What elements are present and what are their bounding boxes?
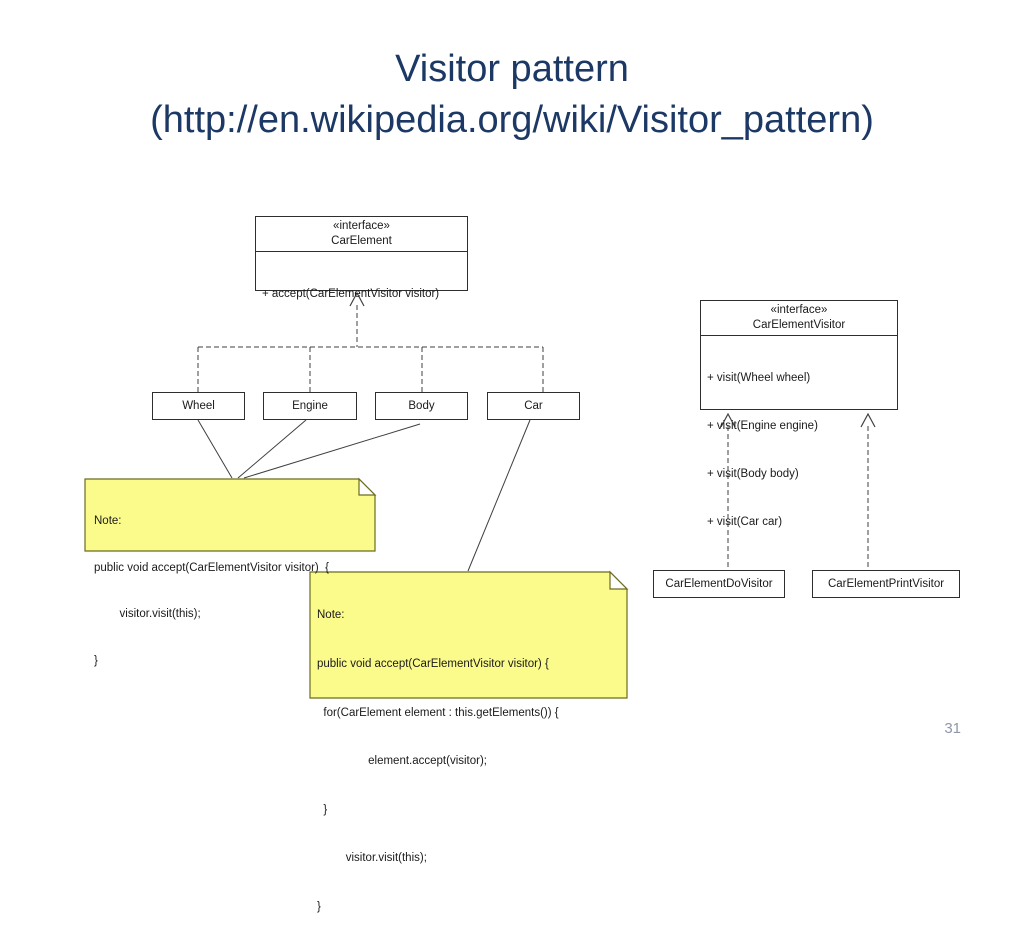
uml-class-carelementvisitor-header: «interface» CarElementVisitor	[701, 301, 897, 336]
slide-title-url: (http://en.wikipedia.org/wiki/Visitor_pa…	[150, 99, 874, 141]
carelement-method-accept: + accept(CarElementVisitor visitor)	[262, 288, 440, 300]
visit-car-method: + visit(Car car)	[707, 516, 783, 528]
note-accept-car-text: Note: public void accept(CarElementVisit…	[317, 575, 559, 948]
carelement-name: CarElement	[331, 235, 392, 247]
slide: Visitor pattern (http://en.wikipedia.org…	[0, 44, 1024, 914]
uml-class-body: Body	[375, 392, 468, 420]
wheel-name: Wheel	[182, 400, 215, 412]
note-line-wheel	[197, 419, 233, 479]
note-accept-car-fold	[609, 570, 629, 590]
carelementvisitor-name: CarElementVisitor	[752, 319, 846, 331]
uml-class-carelementvisitor: «interface» CarElementVisitor + visit(Wh…	[700, 300, 898, 528]
uml-class-carelementprintvisitor: CarElementPrintVisitor	[812, 570, 960, 598]
note2-line: visitor.visit(this);	[317, 852, 427, 865]
car-name: Car	[524, 400, 543, 412]
note2-line: for(CarElement element : this.getElement…	[317, 706, 559, 719]
note1-line: public void accept(CarElementVisitor vis…	[94, 561, 329, 574]
carelementvisitor-methods: + visit(Wheel wheel) + visit(Engine engi…	[701, 336, 897, 564]
visit-body-method: + visit(Body body)	[707, 468, 799, 480]
uml-class-carelement-header: «interface» CarElement	[256, 217, 467, 252]
carelementvisitor-stereotype: «interface»	[770, 304, 828, 316]
slide-title-line1: Visitor pattern	[395, 48, 629, 90]
visit-engine-method: + visit(Engine engine)	[707, 420, 818, 432]
slide-title: Visitor pattern (http://en.wikipedia.org…	[0, 44, 1024, 146]
note-line-car	[467, 419, 531, 572]
note1-line: }	[94, 654, 98, 667]
uml-class-wheel: Wheel	[152, 392, 245, 420]
uml-class-carelementdovisitor: CarElementDoVisitor	[653, 570, 785, 598]
note-line-body	[243, 423, 421, 479]
note2-line: }	[317, 901, 321, 914]
note-accept-element-text: Note: public void accept(CarElementVisit…	[94, 483, 329, 700]
note-line-engine	[237, 419, 307, 479]
page-number: 31	[944, 720, 961, 737]
body-name: Body	[408, 400, 435, 412]
uml-class-car: Car	[487, 392, 580, 420]
note2-line: Note:	[317, 609, 345, 622]
engine-name: Engine	[292, 400, 328, 412]
note1-line: Note:	[94, 515, 122, 527]
carelementprintvisitor-name: CarElementPrintVisitor	[827, 578, 945, 590]
note1-line: visitor.visit(this);	[94, 608, 201, 620]
note2-line: element.accept(visitor);	[317, 755, 487, 768]
note2-line: }	[317, 803, 328, 816]
uml-class-engine: Engine	[263, 392, 357, 420]
note2-line: public void accept(CarElementVisitor vis…	[317, 658, 549, 671]
uml-class-carelement: «interface» CarElement + accept(CarEleme…	[255, 216, 468, 300]
carelement-methods: + accept(CarElementVisitor visitor)	[256, 252, 467, 336]
visit-wheel-method: + visit(Wheel wheel)	[707, 372, 811, 384]
carelementdovisitor-name: CarElementDoVisitor	[665, 578, 773, 590]
carelement-stereotype: «interface»	[333, 220, 390, 232]
note-accept-element-fold	[358, 477, 377, 496]
